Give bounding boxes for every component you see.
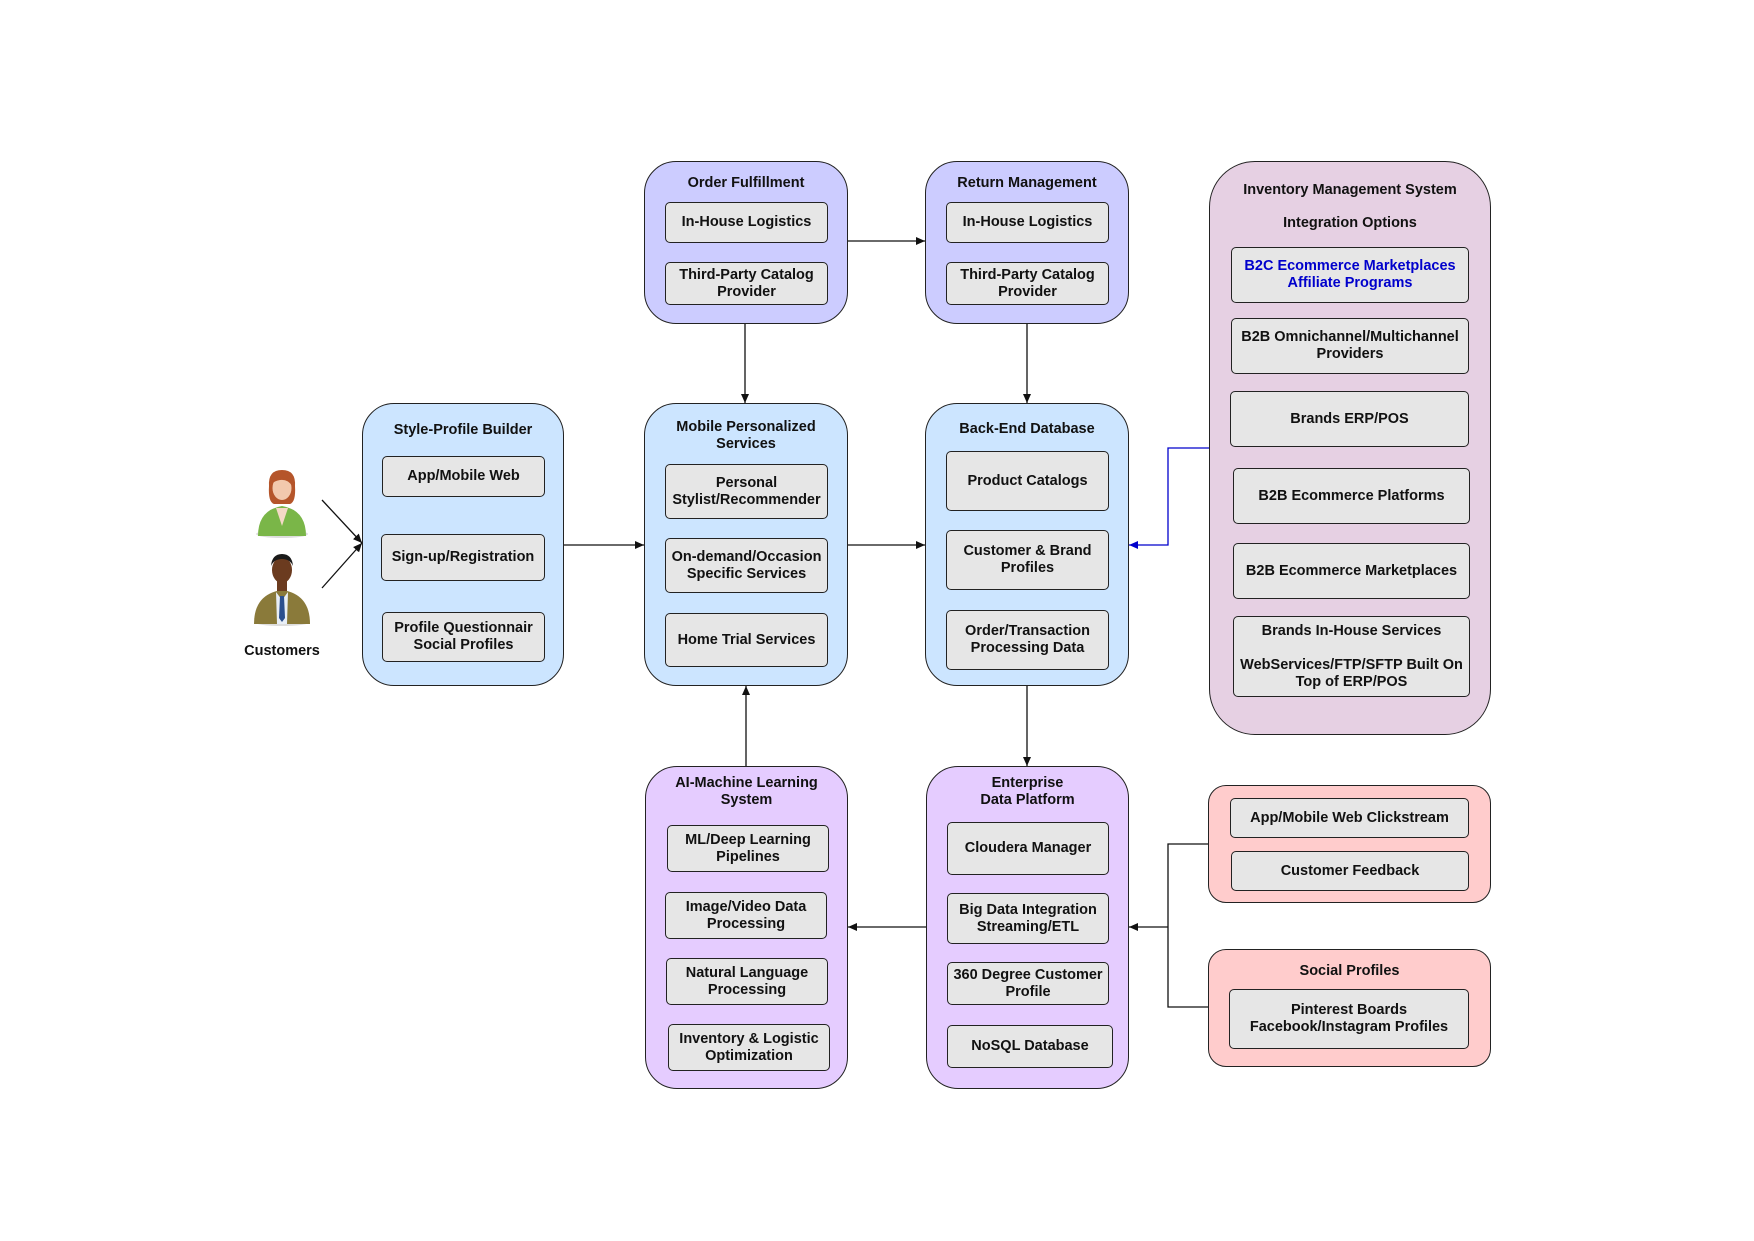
customer-360-profile-box: 360 Degree Customer Profile [947, 962, 1109, 1005]
ai-ml-system-group: AI-Machine Learning System ML/Deep Learn… [645, 766, 848, 1089]
enterprise-data-platform-group: Enterprise Data Platform Cloudera Manage… [926, 766, 1129, 1089]
social-profiles-title: Social Profiles [1299, 963, 1400, 979]
app-mobile-web-box: App/Mobile Web [382, 456, 545, 497]
b2b-omnichannel-box: B2B Omnichannel/Multichannel Providers [1231, 318, 1469, 374]
ml-deep-learning-box: ML/Deep Learning Pipelines [667, 825, 829, 872]
big-data-integration-box: Big Data Integration Streaming/ETL [947, 893, 1109, 944]
enterprise-data-platform-title: Enterprise Data Platform [980, 775, 1075, 808]
return-management-group: Return Management In-House Logistics Thi… [925, 161, 1129, 324]
b2c-marketplaces-box: B2C Ecommerce Marketplaces Affiliate Pro… [1231, 247, 1469, 303]
arrow-customer-female [321, 499, 363, 544]
image-video-processing-box: Image/Video Data Processing [665, 892, 827, 939]
home-trial-services-box: Home Trial Services [665, 613, 828, 667]
male-customer-icon [254, 554, 310, 626]
customer-brand-profiles-box: Customer & Brand Profiles [946, 530, 1109, 590]
signup-registration-box: Sign-up/Registration [381, 534, 545, 581]
order-inhouse-logistics-box: In-House Logistics [665, 202, 828, 243]
inventory-logistic-optimization-box: Inventory & Logistic Optimization [668, 1024, 830, 1071]
return-inhouse-logistics-box: In-House Logistics [946, 202, 1109, 243]
integration-options-subtitle: Integration Options [1283, 215, 1417, 231]
order-transaction-data-box: Order/Transaction Processing Data [946, 610, 1109, 670]
order-fulfillment-title: Order Fulfillment [687, 175, 805, 191]
personal-stylist-box: Personal Stylist/Recommender [665, 464, 828, 519]
return-management-title: Return Management [957, 175, 1097, 191]
line-clickstream [1167, 843, 1208, 927]
brands-inhouse-services-box: Brands In-House Services WebServices/FTP… [1233, 616, 1470, 697]
clickstream-box: App/Mobile Web Clickstream [1230, 798, 1469, 838]
product-catalogs-box: Product Catalogs [946, 451, 1109, 511]
customer-feedback-box: Customer Feedback [1231, 851, 1469, 891]
nlp-box: Natural Language Processing [666, 958, 828, 1005]
b2b-ecommerce-platforms-box: B2B Ecommerce Platforms [1233, 468, 1470, 524]
backend-database-group: Back-End Database Product Catalogs Custo… [925, 403, 1129, 686]
arrow-inventory-backend [1129, 447, 1209, 549]
social-profiles-group: Social Profiles Pinterest Boards Faceboo… [1208, 949, 1491, 1067]
mobile-personalized-services-title: Mobile Personalized Services [676, 419, 816, 452]
cloudera-manager-box: Cloudera Manager [947, 822, 1109, 875]
return-third-party-box: Third-Party Catalog Provider [946, 262, 1109, 305]
profile-questionnaire-box: Profile Questionnair Social Profiles [382, 612, 545, 662]
backend-database-title: Back-End Database [959, 421, 1095, 437]
ai-ml-system-title: AI-Machine Learning System [675, 775, 818, 808]
arrow-customer-male [321, 542, 363, 589]
style-profile-builder-title: Style-Profile Builder [393, 422, 533, 438]
clickstream-feedback-group: App/Mobile Web Clickstream Customer Feed… [1208, 785, 1491, 903]
inventory-management-group: Inventory Management System Integration … [1209, 161, 1491, 735]
b2b-ecommerce-marketplaces-box: B2B Ecommerce Marketplaces [1233, 543, 1470, 599]
female-customer-icon [256, 470, 308, 538]
brands-erp-pos-box: Brands ERP/POS [1230, 391, 1469, 447]
customers-label: Customers [244, 643, 320, 659]
nosql-database-box: NoSQL Database [947, 1025, 1113, 1068]
pinterest-facebook-box: Pinterest Boards Facebook/Instagram Prof… [1229, 989, 1469, 1049]
on-demand-services-box: On-demand/Occasion Specific Services [665, 538, 828, 593]
inventory-management-title: Inventory Management System [1243, 182, 1457, 198]
style-profile-builder-group: Style-Profile Builder App/Mobile Web Sig… [362, 403, 564, 686]
mobile-personalized-services-group: Mobile Personalized Services Personal St… [644, 403, 848, 686]
order-third-party-box: Third-Party Catalog Provider [665, 262, 828, 305]
order-fulfillment-group: Order Fulfillment In-House Logistics Thi… [644, 161, 848, 324]
line-social [1167, 927, 1208, 1008]
